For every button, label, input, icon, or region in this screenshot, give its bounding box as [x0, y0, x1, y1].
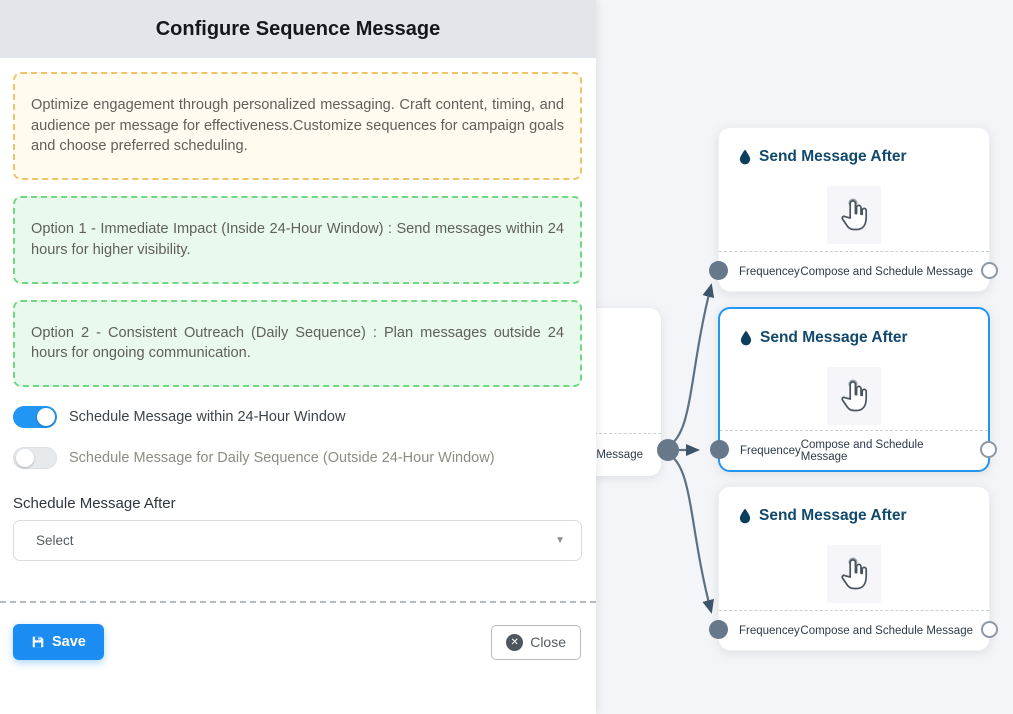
card-footer-compose[interactable]: Compose and Schedule Message: [800, 624, 973, 637]
tap-hand-icon[interactable]: [827, 367, 881, 425]
card-title: Send Message After: [759, 507, 907, 524]
card-output-node[interactable]: [980, 441, 997, 458]
toggle-row-daily: Schedule Message for Daily Sequence (Out…: [13, 447, 596, 470]
send-message-card-3[interactable]: Send Message After Frequencey Compose an…: [709, 486, 998, 651]
tap-hand-icon[interactable]: [827, 186, 881, 244]
close-icon: ✕: [506, 633, 524, 651]
schedule-after-label: Schedule Message After: [13, 495, 176, 513]
card-title: Send Message After: [759, 148, 907, 165]
tap-hand-icon[interactable]: [827, 545, 881, 603]
toggle-daily-sequence[interactable]: [13, 447, 57, 470]
card-footer-compose[interactable]: Compose and Schedule Message: [800, 265, 973, 278]
close-button-label: Close: [530, 634, 566, 651]
option2-note: Option 2 - Consistent Outreach (Daily Se…: [13, 299, 582, 388]
toggle-knob: [37, 408, 55, 427]
upstream-output-node[interactable]: [657, 439, 679, 461]
droplet-icon: [740, 330, 752, 346]
droplet-icon: [739, 508, 751, 524]
card-input-node[interactable]: [709, 620, 728, 639]
configure-sequence-panel: Configure Sequence Message Optimize enga…: [0, 0, 596, 661]
card-footer-compose[interactable]: Compose and Schedule Message: [800, 438, 924, 463]
toggle-daily-label: Schedule Message for Daily Sequence (Out…: [69, 450, 495, 467]
save-icon: [32, 636, 44, 648]
toggle-row-24h: Schedule Message within 24-Hour Window: [13, 406, 596, 429]
card-footer-frequency[interactable]: Frequencey: [739, 624, 800, 637]
toggle-24h-window[interactable]: [13, 406, 57, 429]
card-title: Send Message After: [760, 329, 908, 346]
footer-separator: [0, 601, 596, 604]
toggle-24h-label: Schedule Message within 24-Hour Window: [69, 409, 346, 426]
close-button[interactable]: ✕ Close: [491, 624, 581, 660]
schedule-after-select[interactable]: Select ▼: [13, 520, 582, 562]
card-input-node[interactable]: [709, 261, 728, 280]
droplet-icon: [739, 149, 751, 165]
card-input-node[interactable]: [710, 440, 729, 459]
toggle-knob: [16, 449, 34, 468]
send-message-card-2-selected[interactable]: Send Message After Frequencey Compose an…: [710, 307, 997, 472]
upstream-card-footer-label: ce Message: [580, 449, 643, 461]
send-message-card-1[interactable]: Send Message After Frequencey Compose an…: [709, 127, 998, 292]
flow-canvas[interactable]: ce Message Send Message After: [555, 0, 1013, 714]
save-button[interactable]: Save: [13, 624, 104, 661]
info-note: Optimize engagement through personalized…: [13, 72, 582, 181]
chevron-down-icon: ▼: [555, 535, 565, 547]
button-row: Save ✕ Close: [13, 624, 581, 661]
card-output-node[interactable]: [981, 262, 998, 279]
card-output-node[interactable]: [981, 621, 998, 638]
select-value: Select: [36, 533, 74, 549]
save-button-label: Save: [52, 634, 86, 651]
card-footer-frequency[interactable]: Frequencey: [740, 444, 801, 457]
flow-edges: [667, 283, 715, 614]
page-title: Configure Sequence Message: [155, 17, 441, 40]
card-footer-frequency[interactable]: Frequencey: [739, 265, 800, 278]
panel-header: Configure Sequence Message: [0, 0, 596, 58]
option1-note: Option 1 - Immediate Impact (Inside 24-H…: [13, 196, 582, 284]
